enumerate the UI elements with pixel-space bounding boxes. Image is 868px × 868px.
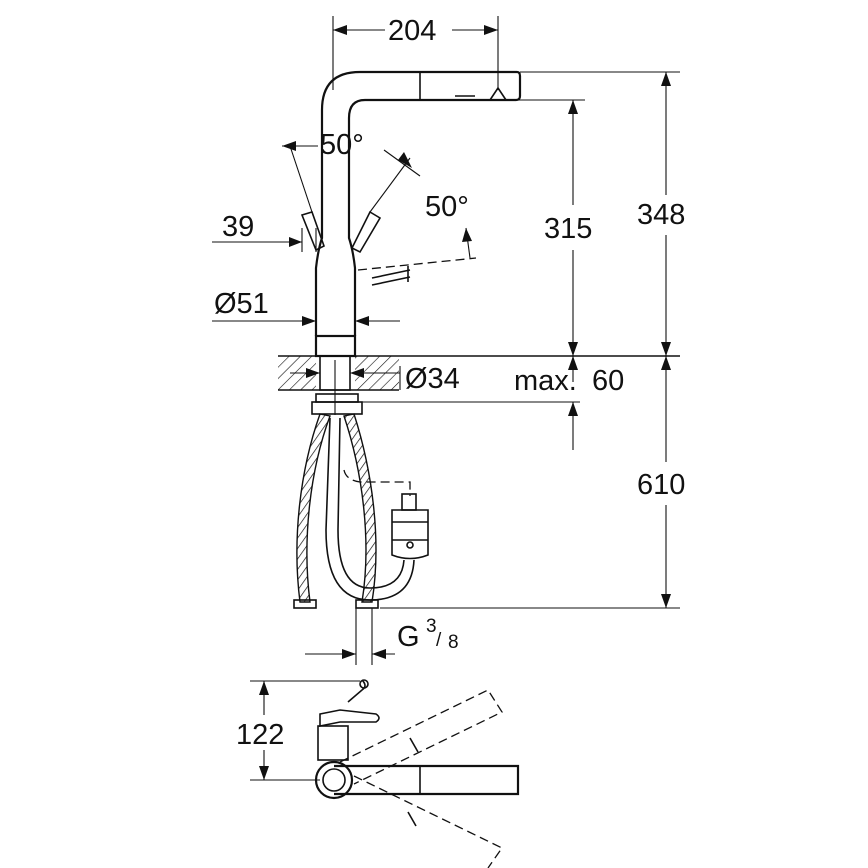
- dim34-arrow-left: [306, 368, 320, 378]
- top-rotated-tick-up: [409, 737, 419, 753]
- dim204-arrow-left: [333, 25, 347, 35]
- top-lever: [319, 709, 380, 727]
- label-thread-slash: /: [436, 630, 442, 651]
- label-thread-den: 8: [448, 632, 459, 653]
- dim51-arrow-right: [355, 316, 369, 326]
- dim315-arrow-top: [568, 100, 578, 114]
- label-max-prefix: max.: [514, 365, 577, 397]
- angle-left-arrow: [282, 141, 296, 151]
- label-39: 39: [222, 211, 254, 243]
- label-348: 348: [637, 199, 685, 231]
- label-max-value: 60: [592, 365, 624, 397]
- lever-left-rotated: [300, 211, 325, 252]
- pullout-hose-outer: [325, 417, 415, 601]
- angle-left-ref: [289, 145, 313, 213]
- top-base-inner: [322, 768, 346, 792]
- faucet-base: [314, 334, 357, 358]
- label-thread-letter: G: [397, 621, 420, 653]
- angle-right-line: [383, 149, 421, 177]
- supply-hoses: [293, 413, 429, 609]
- label-angle-left: 50°: [320, 129, 364, 161]
- angle-right-ref: [369, 157, 411, 213]
- weight-top: [401, 493, 417, 511]
- lever-extended: [371, 269, 411, 286]
- top-base-circle: [314, 760, 354, 800]
- dim39-arrow: [289, 237, 302, 247]
- dimension-lines: [212, 16, 680, 665]
- dim610-arrow-top: [661, 356, 671, 370]
- dim610-arrow-bottom: [661, 594, 671, 608]
- pullout-hose-inner: [337, 417, 405, 589]
- spout-outline-outer: [314, 70, 522, 336]
- dimension-labels: 204 348 315 50° 50° 39 Ø51 Ø34 max. 60 6…: [214, 15, 685, 751]
- dim204-arrow-right: [484, 25, 498, 35]
- dim34-arrow-right: [350, 368, 364, 378]
- right-braided-hose: [343, 413, 377, 603]
- weight-body: [391, 509, 429, 560]
- top-lever-tip: [359, 679, 369, 689]
- weight-screw: [406, 541, 414, 549]
- label-angle-right: 50°: [425, 191, 469, 223]
- top-spout: [334, 764, 520, 796]
- top-spout-rotated-down: [353, 775, 503, 868]
- faucet-side-view: [314, 70, 522, 358]
- label-122: 122: [236, 719, 284, 751]
- label-thread-num: 3: [426, 616, 437, 637]
- left-fitting: [293, 599, 317, 609]
- angle-extended-arrow: [462, 228, 472, 242]
- nut-top: [315, 393, 359, 403]
- dim60-arrow-top: [568, 356, 578, 370]
- faucet-top-view: [250, 679, 520, 868]
- label-315: 315: [544, 213, 592, 245]
- dim315-arrow-bottom: [568, 342, 578, 356]
- dim348-arrow-bottom: [661, 342, 671, 356]
- angle-right-arrow: [398, 152, 412, 168]
- hose-connector-dash: [343, 469, 411, 496]
- left-braided-hose: [296, 413, 331, 603]
- label-diameter-51: Ø51: [214, 288, 269, 320]
- dimG-arrow-right: [372, 649, 386, 659]
- top-spout-rotated-up: [339, 689, 503, 785]
- top-body: [317, 725, 349, 761]
- dim51-arrow-left: [302, 316, 316, 326]
- lever-right-rotated: [350, 210, 382, 254]
- top-rotated-tick-down: [407, 811, 417, 827]
- label-610: 610: [637, 469, 685, 501]
- label-diameter-34: Ø34: [405, 363, 460, 395]
- dim348-arrow-top: [661, 72, 671, 86]
- mounting-nut: [311, 393, 580, 415]
- dimG-arrow-left: [342, 649, 356, 659]
- dim122-arrow-top: [259, 681, 269, 695]
- label-204: 204: [388, 15, 436, 47]
- nut-body: [311, 401, 363, 415]
- dim122-arrow-bottom: [259, 766, 269, 780]
- lever-extended-dash: [357, 257, 477, 271]
- lever-handles: [300, 210, 477, 286]
- dim60-arrow-bottom: [568, 402, 578, 416]
- top-lever-rotated: [347, 679, 366, 703]
